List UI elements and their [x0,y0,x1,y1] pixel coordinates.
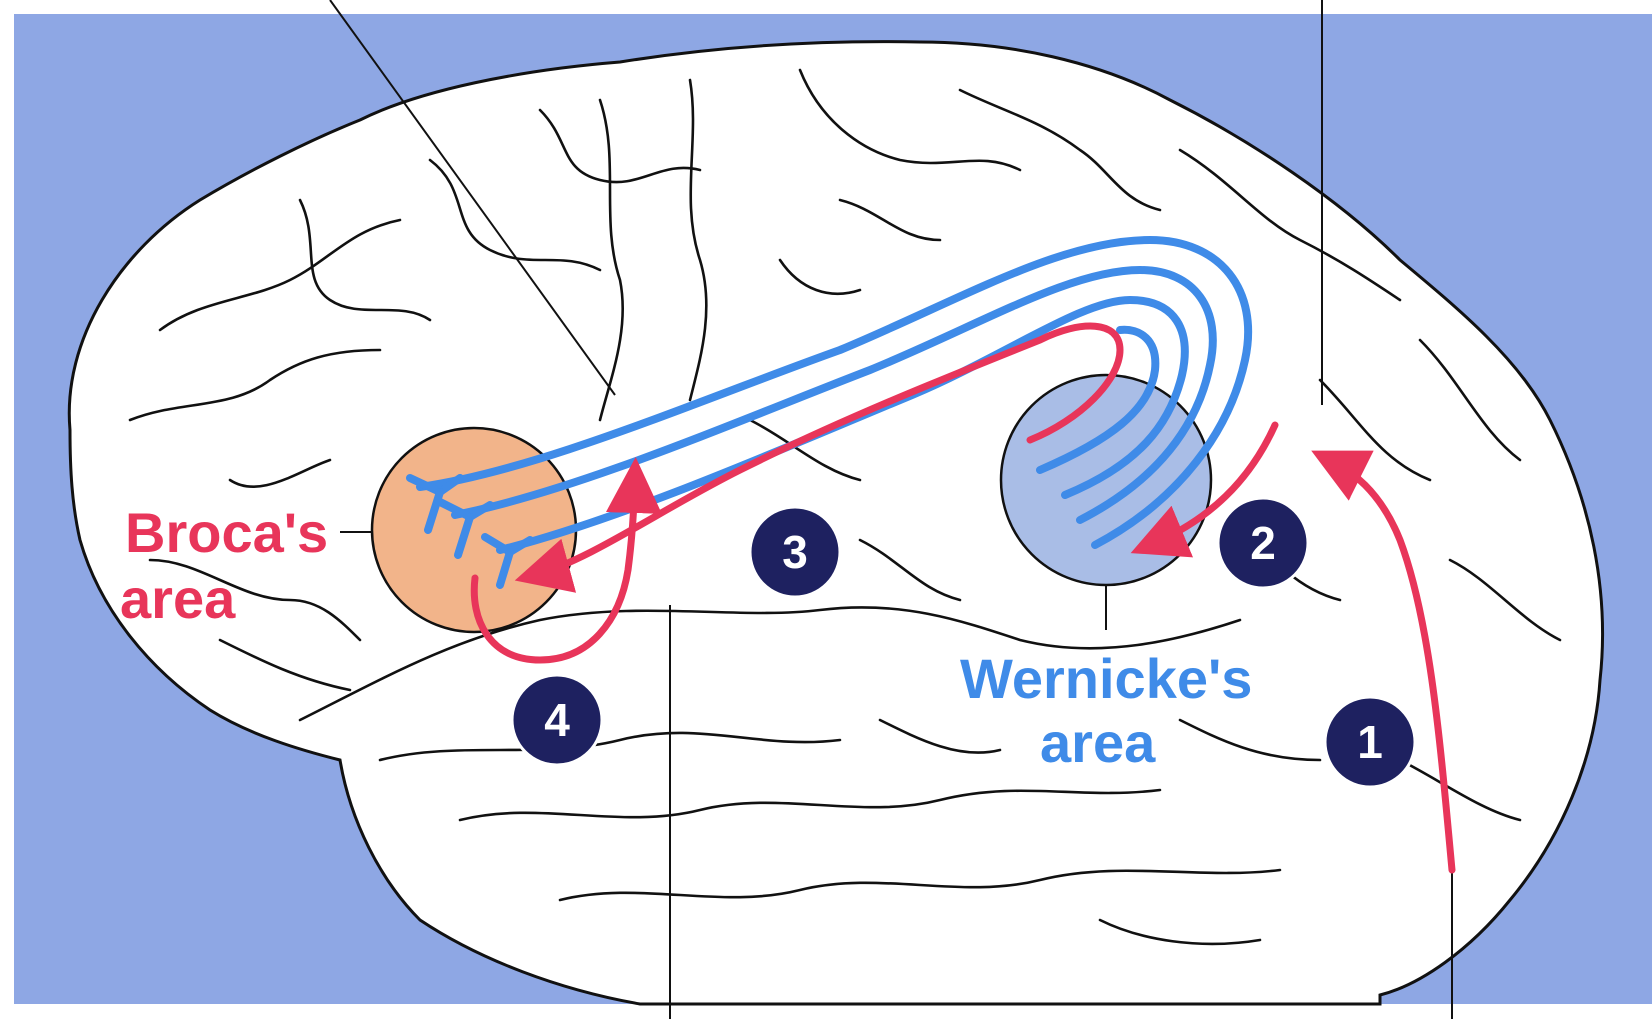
marker-label-3: 3 [782,526,808,578]
wernicke-label-line2: area [1040,711,1156,774]
white-edge-left [0,0,14,1019]
marker-label-1: 1 [1357,716,1383,768]
white-edge-top [0,0,1652,14]
white-edge-bottom [0,1004,1652,1019]
marker-label-4: 4 [544,694,570,746]
broca-label-line1: Broca's [125,501,328,564]
wernicke-label-line1: Wernicke's [960,647,1252,710]
marker-label-2: 2 [1250,517,1276,569]
marker-2: 2 [1218,498,1308,588]
marker-1: 1 [1325,697,1415,787]
marker-4: 4 [512,675,602,765]
broca-label-line2: area [120,567,236,630]
marker-3: 3 [750,507,840,597]
